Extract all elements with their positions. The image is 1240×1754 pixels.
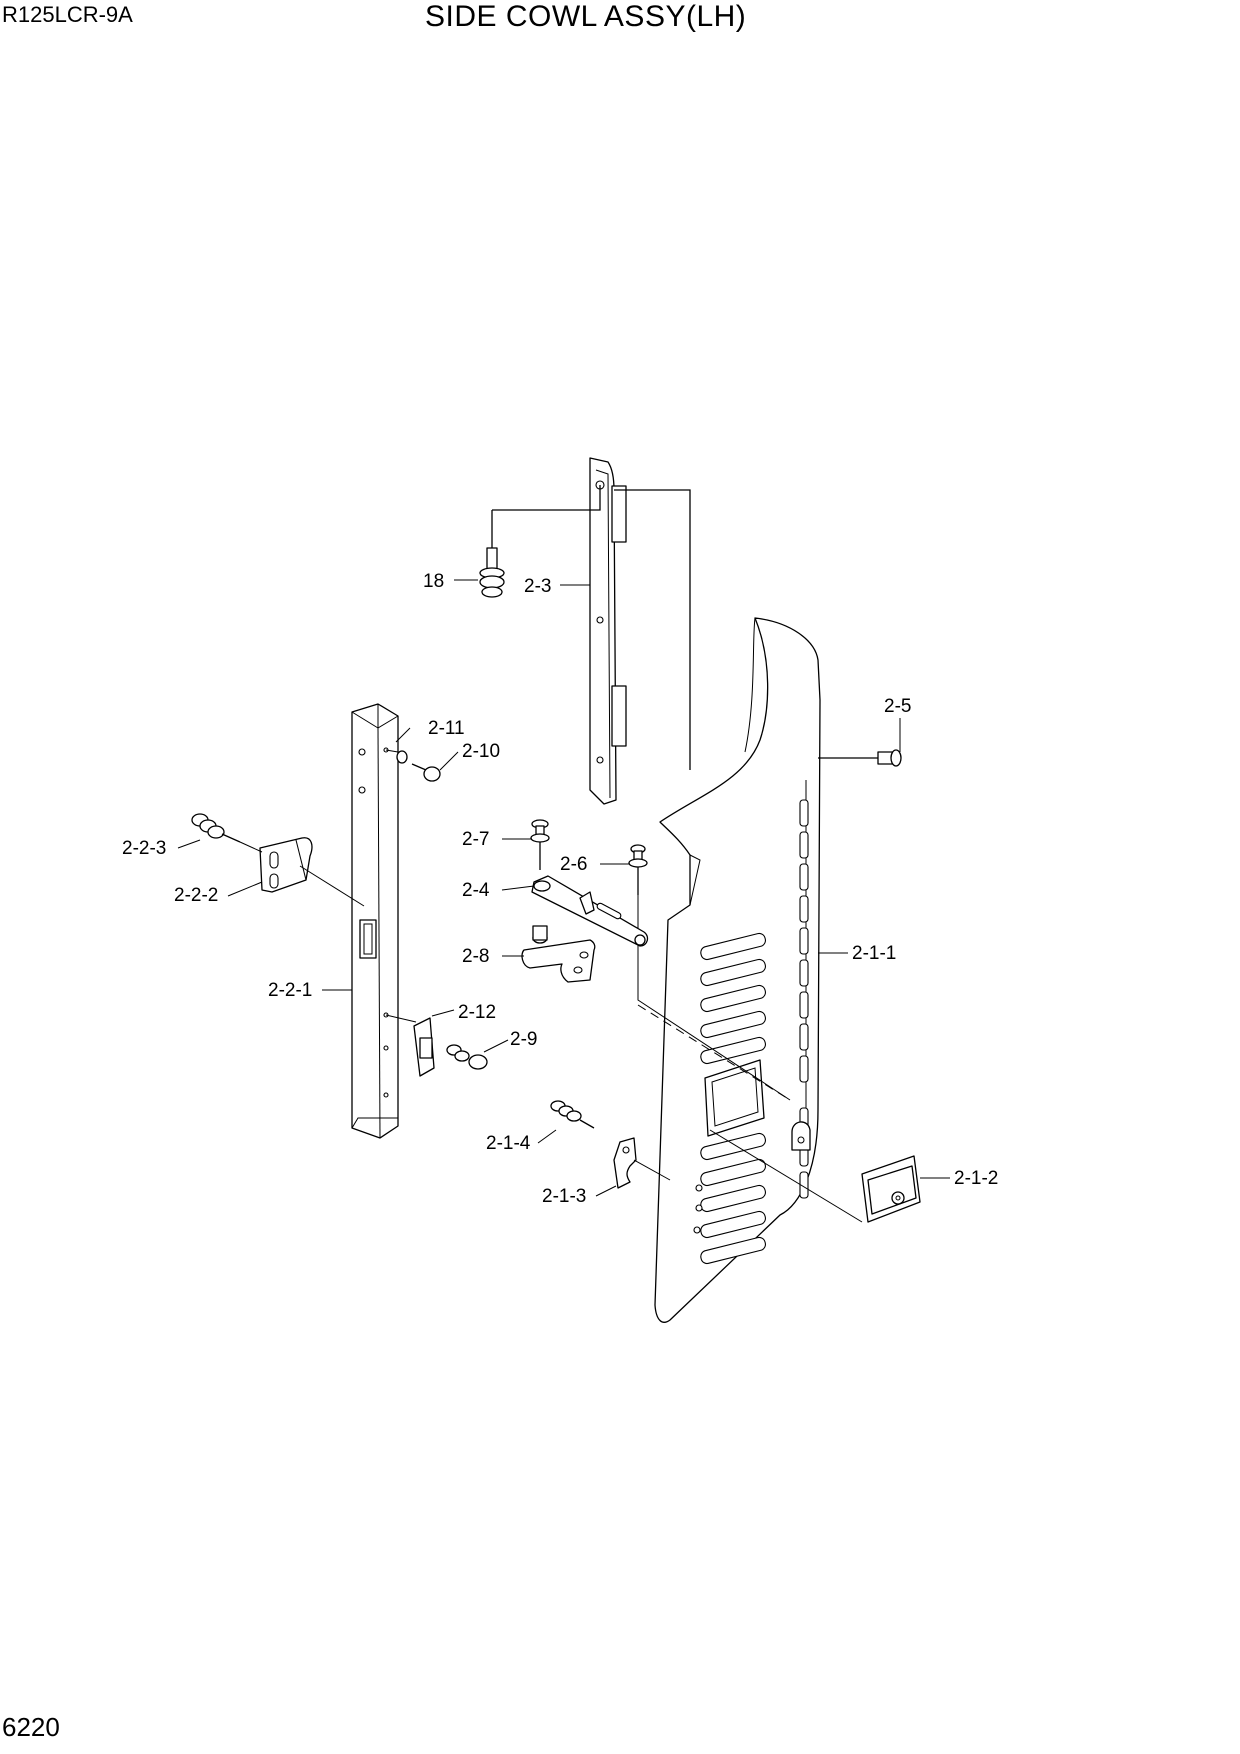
callout-18: 18 xyxy=(423,571,444,592)
callout-2-1-1: 2-1-1 xyxy=(852,943,896,964)
bolt-18 xyxy=(479,485,601,598)
bolt-2-2-3 xyxy=(191,813,263,853)
bolt-2-1-4 xyxy=(550,1100,595,1129)
bolt-2-10 xyxy=(411,763,441,782)
lock-2-1-2 xyxy=(709,1129,921,1223)
vent-slots xyxy=(700,932,766,1265)
callout-2-7: 2-7 xyxy=(462,829,489,850)
callout-2-1-2: 2-1-2 xyxy=(954,1168,998,1189)
callout-2-9: 2-9 xyxy=(510,1029,537,1050)
callout-2-2-3: 2-2-3 xyxy=(122,838,166,859)
callout-2-1-4: 2-1-4 xyxy=(486,1133,531,1154)
bracket-2-2-2 xyxy=(259,837,365,907)
model-number: R125LCR-9A xyxy=(2,2,133,27)
left-post xyxy=(351,703,399,1139)
upper-bracket xyxy=(589,457,691,805)
latch-2-12 xyxy=(385,1014,435,1077)
callout-2-12: 2-12 xyxy=(458,1002,496,1023)
bolt-2-9 xyxy=(446,1044,488,1070)
callout-2-11: 2-11 xyxy=(428,718,465,739)
clip-2-1-3 xyxy=(613,1137,671,1189)
callout-2-10: 2-10 xyxy=(462,741,500,762)
bolt-2-5 xyxy=(818,718,902,767)
callout-2-1-3: 2-1-3 xyxy=(542,1186,586,1207)
washer-2-11 xyxy=(385,749,408,764)
side-cowl-panel xyxy=(654,617,821,1323)
callout-2-2-1: 2-2-1 xyxy=(268,980,312,1001)
callout-2-2-2: 2-2-2 xyxy=(174,885,218,906)
leader-lines xyxy=(177,579,950,1197)
callout-2-3: 2-3 xyxy=(524,576,551,597)
callout-2-8: 2-8 xyxy=(462,946,489,967)
bracket-2-8 xyxy=(521,925,596,983)
page-title: SIDE COWL ASSY(LH) xyxy=(425,0,747,33)
callout-2-6: 2-6 xyxy=(560,854,587,875)
page-number: 6220 xyxy=(2,1712,60,1742)
callout-2-4: 2-4 xyxy=(462,880,490,901)
bolt-2-7 xyxy=(530,819,550,870)
stay-arm-2-4 xyxy=(531,875,649,947)
callout-2-5: 2-5 xyxy=(884,696,911,717)
